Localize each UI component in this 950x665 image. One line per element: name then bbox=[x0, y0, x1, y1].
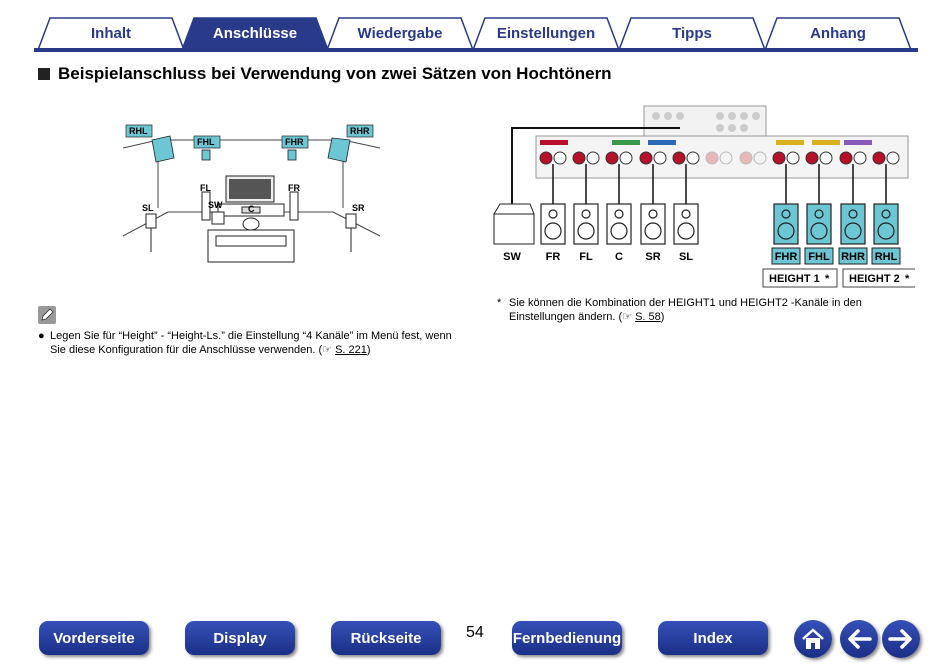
label-fr: FR bbox=[288, 183, 300, 193]
page-number: 54 bbox=[466, 624, 484, 641]
arrow-left-icon bbox=[848, 629, 872, 649]
footnote-text: Sie können die Kombination der HEIGHT1 u… bbox=[509, 297, 862, 323]
rhr-speaker-icon bbox=[327, 137, 351, 163]
height2-box bbox=[842, 268, 915, 288]
label-fhr: FHR bbox=[775, 251, 798, 263]
pointer-hand-icon: ☞ bbox=[322, 344, 332, 356]
speaker-sr bbox=[640, 203, 666, 245]
listener-icon bbox=[242, 217, 260, 231]
rhl-speaker-icon bbox=[151, 135, 175, 163]
note-ref-link[interactable]: S. 221 bbox=[335, 344, 367, 356]
speaker-fr bbox=[540, 203, 566, 245]
tab-label: Inhalt bbox=[91, 24, 131, 42]
label-sr: SR bbox=[645, 251, 660, 263]
rear-panel-button[interactable]: Rückseite bbox=[331, 621, 441, 655]
front-panel-button[interactable]: Vorderseite bbox=[39, 621, 149, 655]
tab-inhalt[interactable]: Inhalt bbox=[36, 16, 186, 50]
label-fhl: FHL bbox=[197, 137, 215, 147]
speaker-sl bbox=[673, 203, 699, 245]
footnote: * Sie können die Kombination der HEIGHT1… bbox=[497, 297, 862, 323]
speaker-terminals bbox=[539, 151, 900, 165]
footnote-mark: * bbox=[497, 297, 502, 309]
label-rhl: RHL bbox=[875, 251, 898, 263]
note: ● Legen Sie für “Height” - “Height-Ls.” … bbox=[38, 330, 452, 356]
label-c: C bbox=[248, 204, 255, 214]
connection-diagram: SW FR FL C SR SL FHR FHL RHR RHL HEIGHT … bbox=[493, 105, 915, 288]
note-text: Legen Sie für “Height” - “Height-Ls.” di… bbox=[50, 330, 452, 356]
sr-speaker-icon bbox=[345, 213, 357, 252]
note-bullet: ● bbox=[38, 330, 45, 342]
height2-asterisk: * bbox=[905, 273, 910, 285]
display-button[interactable]: Display bbox=[185, 621, 295, 655]
speaker-fl bbox=[573, 203, 599, 245]
label-sw: SW bbox=[208, 200, 223, 210]
tab-label: Anschlüsse bbox=[212, 24, 298, 42]
speaker-fhl bbox=[806, 203, 832, 245]
fhl-speaker-icon bbox=[201, 149, 211, 161]
fr-speaker-icon bbox=[289, 191, 299, 221]
pointer-hand-icon: ☞ bbox=[622, 311, 633, 323]
button-label: Fernbedienung bbox=[512, 629, 622, 647]
speaker-fhr bbox=[773, 203, 799, 245]
label-c: C bbox=[615, 251, 623, 263]
subwoofer-cable bbox=[511, 127, 680, 204]
sl-speaker-icon bbox=[145, 213, 157, 252]
label-height1: HEIGHT 1 bbox=[769, 273, 820, 285]
label-rhr: RHR bbox=[350, 126, 370, 136]
button-label: Index bbox=[693, 629, 733, 647]
tab-wiedergabe[interactable]: Wiedergabe bbox=[325, 16, 475, 50]
home-button[interactable] bbox=[794, 620, 832, 658]
fhr-speaker-icon bbox=[287, 149, 297, 161]
tab-label: Wiedergabe bbox=[357, 24, 443, 42]
height1-asterisk: * bbox=[825, 273, 830, 285]
tab-underline bbox=[34, 48, 918, 52]
label-fhl: FHL bbox=[808, 251, 830, 263]
label-height2: HEIGHT 2 bbox=[849, 273, 900, 285]
height1-box bbox=[762, 268, 838, 288]
forward-button[interactable] bbox=[882, 620, 920, 658]
speaker-c bbox=[606, 203, 632, 245]
tab-einstellungen[interactable]: Einstellungen bbox=[471, 16, 621, 50]
label-fr: FR bbox=[546, 251, 561, 263]
speaker-rhr bbox=[840, 203, 866, 245]
heading-text: Beispielanschluss bei Verwendung von zwe… bbox=[58, 64, 612, 83]
tab-label: Einstellungen bbox=[496, 24, 596, 42]
label-sl: SL bbox=[142, 203, 154, 213]
button-label: Rückseite bbox=[350, 629, 422, 647]
speaker-rhl bbox=[873, 203, 899, 245]
label-rhl: RHL bbox=[129, 126, 148, 136]
tab-label: Anhang bbox=[810, 24, 866, 42]
label-fhr: FHR bbox=[285, 137, 304, 147]
square-bullet-icon bbox=[38, 68, 50, 80]
room-layout-diagram: RHL FHL FHR RHR FL FR SL SR SW C bbox=[122, 124, 381, 263]
tab-tipps[interactable]: Tipps bbox=[617, 16, 767, 50]
label-sw: SW bbox=[503, 251, 521, 263]
label-rhr: RHR bbox=[841, 251, 865, 263]
subwoofer-box bbox=[493, 203, 535, 245]
label-sr: SR bbox=[352, 203, 365, 213]
tab-anschluesse[interactable]: Anschlüsse bbox=[180, 16, 330, 50]
subwoofer-icon bbox=[211, 211, 225, 225]
tab-bar: Inhalt Anschlüsse Wiedergabe Einstellung… bbox=[0, 0, 950, 54]
section-heading: Beispielanschluss bei Verwendung von zwe… bbox=[38, 64, 612, 84]
label-fl: FL bbox=[200, 183, 211, 193]
fl-speaker-icon bbox=[201, 191, 211, 221]
index-button[interactable]: Index bbox=[658, 621, 768, 655]
label-fl: FL bbox=[579, 251, 593, 263]
tab-anhang[interactable]: Anhang bbox=[763, 16, 913, 50]
home-icon bbox=[802, 628, 824, 649]
button-label: Vorderseite bbox=[53, 629, 135, 647]
back-button[interactable] bbox=[840, 620, 878, 658]
button-label: Display bbox=[213, 629, 267, 647]
arrow-right-icon bbox=[888, 629, 912, 649]
tab-label: Tipps bbox=[672, 24, 712, 42]
pencil-icon bbox=[38, 306, 56, 324]
remote-control-button[interactable]: Fernbedienung bbox=[512, 621, 622, 655]
footnote-ref-link[interactable]: S. 58 bbox=[635, 311, 661, 323]
label-sl: SL bbox=[679, 251, 693, 263]
